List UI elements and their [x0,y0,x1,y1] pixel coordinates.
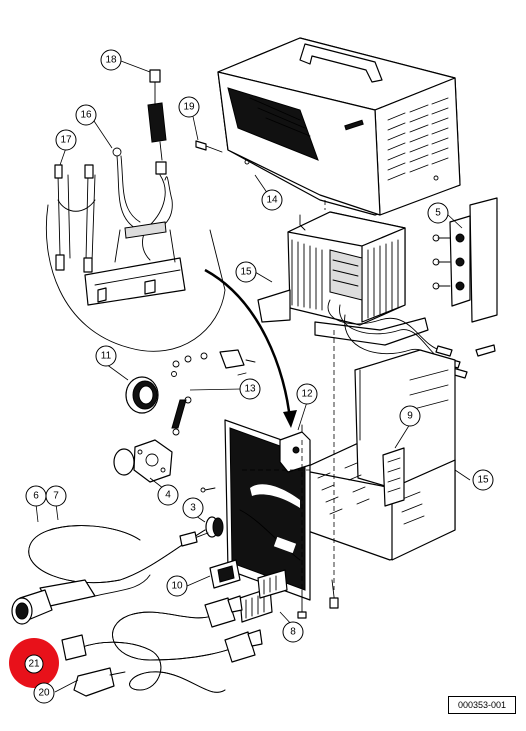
callout-15-transformer: 15 [235,261,257,283]
terminal-board [432,197,498,323]
svg-text:9: 9 [407,411,413,422]
callout-10: 10 [166,575,188,597]
svg-text:20: 20 [38,688,50,699]
ac-power-cord [61,595,263,697]
charger-cord [11,525,209,625]
detail-arrow [204,268,297,428]
svg-text:15: 15 [477,475,489,486]
charger-cover [217,37,461,216]
svg-text:7: 7 [53,491,59,502]
svg-text:13: 13 [244,384,256,395]
callout-5: 5 [427,202,449,224]
callout-3: 3 [182,497,204,519]
svg-text:11: 11 [101,351,112,362]
svg-text:12: 12 [301,389,313,400]
svg-text:16: 16 [80,110,92,121]
callouts: 3 4 5 6 7 8 9 10 11 12 13 14 15 15 16 17… [24,49,494,704]
drawing-number: 000353-001 [448,696,516,714]
svg-text:3: 3 [190,503,196,514]
callout-12: 12 [296,383,318,405]
svg-text:18: 18 [105,55,117,66]
svg-text:4: 4 [165,490,171,501]
fuse-holder [279,424,311,473]
callout-13: 13 [239,378,261,400]
callout-16: 16 [75,104,97,126]
callout-9: 9 [399,405,421,427]
svg-text:5: 5 [435,208,441,219]
svg-text:14: 14 [266,195,278,206]
ammeter [125,376,159,414]
callout-7: 7 [45,485,67,507]
base-chassis [291,349,456,561]
callout-14: 14 [261,189,283,211]
terminal-connectors [239,569,339,623]
ammeter-wiring [171,349,256,436]
svg-text:15: 15 [240,267,252,278]
callout-17: 17 [55,129,77,151]
callout-18: 18 [100,49,122,71]
svg-text:17: 17 [60,135,72,146]
timer-assembly [113,439,173,483]
svg-text:6: 6 [33,491,39,502]
svg-text:21: 21 [28,659,40,670]
svg-text:19: 19 [183,102,195,113]
cover-screw [195,140,223,153]
callout-8: 8 [282,621,304,643]
callout-21: 21 [24,654,44,674]
callout-20: 20 [33,682,55,704]
callout-15-chassis: 15 [472,469,494,491]
svg-text:8: 8 [290,627,296,638]
transformer [257,211,496,379]
callout-19: 19 [178,96,200,118]
circuit-board [382,447,405,507]
callout-4: 4 [157,484,179,506]
ac-receptacle [209,559,241,589]
strain-relief [200,487,224,538]
alignment-lines [242,200,335,590]
detail-view [45,69,226,352]
callout-11: 11 [95,345,117,367]
callout-6: 6 [25,485,47,507]
svg-text:10: 10 [171,581,183,592]
